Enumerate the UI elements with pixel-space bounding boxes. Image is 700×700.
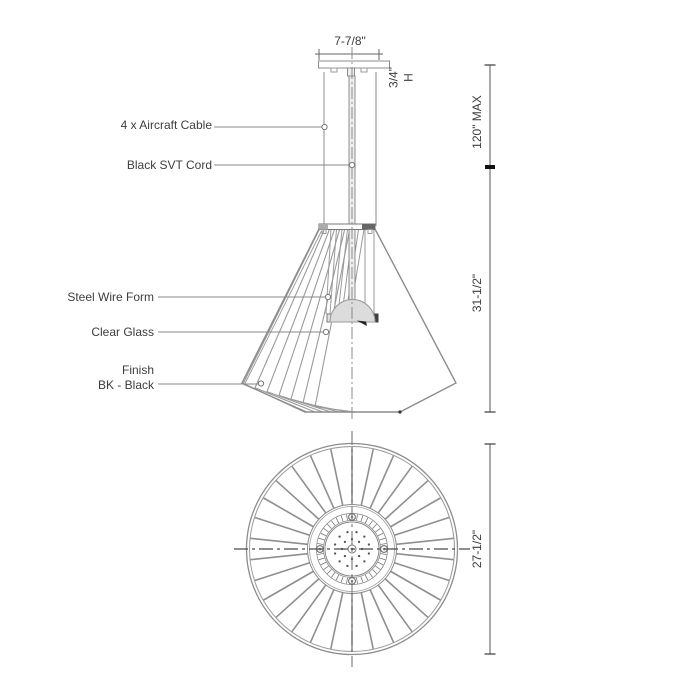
leader-dot-svt-cord	[348, 161, 356, 169]
cone-top-ring	[318, 223, 376, 234]
dimension-canopy-height: 3/4"H	[386, 67, 416, 88]
detail-arrow	[356, 320, 367, 326]
dimension-max-suspension: 120" MAX	[470, 95, 484, 149]
leader-dot-aircraft-cable	[321, 123, 328, 131]
inner-frame	[364, 229, 375, 314]
bottom-corner-dot	[398, 410, 402, 414]
callout-clear-glass: Clear Glass	[91, 325, 154, 339]
dimension-canopy-width: 7-7/8"	[334, 34, 366, 48]
dimension-break-tick	[485, 165, 495, 169]
leader-dot-steel-wire	[324, 293, 332, 301]
elevation-view	[241, 47, 457, 422]
vertical-dimensions	[484, 64, 496, 655]
canopy-width-dimension	[315, 49, 383, 60]
callout-leaders	[158, 123, 356, 387]
callout-svt-cord: Black SVT Cord	[126, 158, 212, 172]
callout-aircraft-cable: 4 x Aircraft Cable	[120, 118, 212, 132]
leader-dot-finish	[257, 380, 265, 387]
canopy	[318, 60, 390, 77]
plan-view	[234, 431, 470, 667]
leader-dot-clear-glass	[322, 328, 330, 336]
wire-cone-inner-edge	[244, 230, 322, 384]
callout-steel-wire-form: Steel Wire Form	[67, 290, 154, 304]
dimension-fixture-height: 31-1/2"	[470, 273, 484, 313]
dimension-shade-diameter: 27-1/2"	[470, 529, 484, 569]
